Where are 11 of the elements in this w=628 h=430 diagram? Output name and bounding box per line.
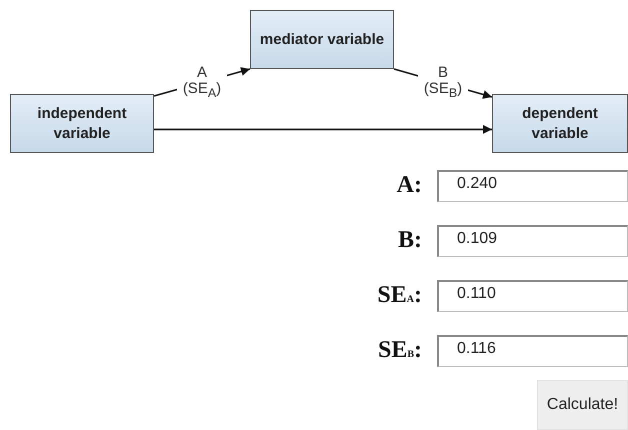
variable-box: mediator variable <box>250 10 394 69</box>
input-field: 0.240 <box>437 170 628 202</box>
variable-box: independent variable <box>10 94 154 153</box>
variable-box: dependent variable <box>492 94 628 153</box>
field-label: A: <box>396 172 422 199</box>
input-field: 0.116 <box>437 335 628 367</box>
arrow <box>154 124 492 134</box>
calculate-button: Calculate! <box>537 380 628 430</box>
input-field: 0.110 <box>437 280 628 312</box>
field-label: B: <box>397 227 422 254</box>
input-field: 0.109 <box>437 225 628 257</box>
